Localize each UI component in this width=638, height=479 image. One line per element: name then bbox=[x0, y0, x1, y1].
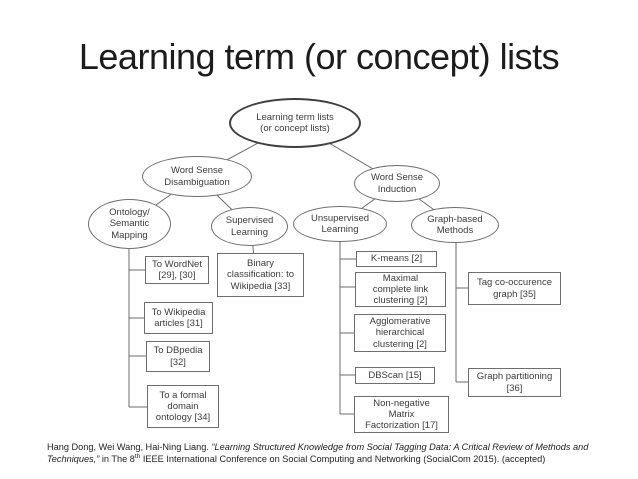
node-unsupervised-learning: Unsupervised Learning bbox=[293, 206, 387, 242]
node-agglomerative-hierarchical-clustering: Agglomerative hierarchical clustering [2… bbox=[354, 314, 446, 352]
citation-ordinal-suffix: th bbox=[134, 453, 141, 461]
slide-title: Learning term (or concept) lists bbox=[78, 36, 560, 77]
node-learning-term-lists: Learning term lists (or concept lists) bbox=[229, 98, 361, 148]
citation-authors: Hang Dong, Wei Wang, Hai-Ning Liang. bbox=[47, 442, 212, 452]
citation-paper-title: “Learning Structured Knowledge from Soci… bbox=[47, 442, 589, 465]
citation: Hang Dong, Wei Wang, Hai-Ning Liang. “Le… bbox=[47, 441, 599, 465]
citation-venue-pre: in The 8 bbox=[99, 454, 135, 465]
node-supervised-learning: Supervised Learning bbox=[211, 207, 288, 246]
node-dbscan: DBScan [15] bbox=[355, 367, 435, 384]
node-k-means: K-means [2] bbox=[356, 251, 437, 267]
citation-venue-post: IEEE International Conference on Social … bbox=[140, 454, 546, 465]
node-to-formal-domain-ontology: To a formal domain ontology [34] bbox=[147, 385, 219, 428]
node-word-sense-induction: Word Sense Induction bbox=[354, 165, 440, 202]
node-tag-co-occurence-graph: Tag co-occurence graph [35] bbox=[468, 272, 561, 305]
node-to-dbpedia: To DBpedia [32] bbox=[146, 341, 210, 372]
node-ontology-semantic-mapping: Ontology/ Semantic Mapping bbox=[88, 199, 171, 249]
node-to-wikipedia-articles: To Wikipedia articles [31] bbox=[144, 302, 213, 334]
node-binary-classification: Binary classification: to Wikipedia [33] bbox=[217, 253, 304, 297]
node-word-sense-disambiguation: Word Sense Disambiguation bbox=[142, 156, 252, 197]
node-to-wordnet: To WordNet [29], [30] bbox=[145, 256, 209, 284]
node-non-negative-matrix-factorization: Non-negative Matrix Factorization [17] bbox=[354, 396, 449, 433]
node-maximal-complete-link-clustering: Maximal complete link clustering [2] bbox=[355, 272, 446, 307]
node-graph-partitioning: Graph partitioning [36] bbox=[468, 368, 561, 397]
node-graph-based-methods: Graph-based Methods bbox=[411, 207, 499, 243]
